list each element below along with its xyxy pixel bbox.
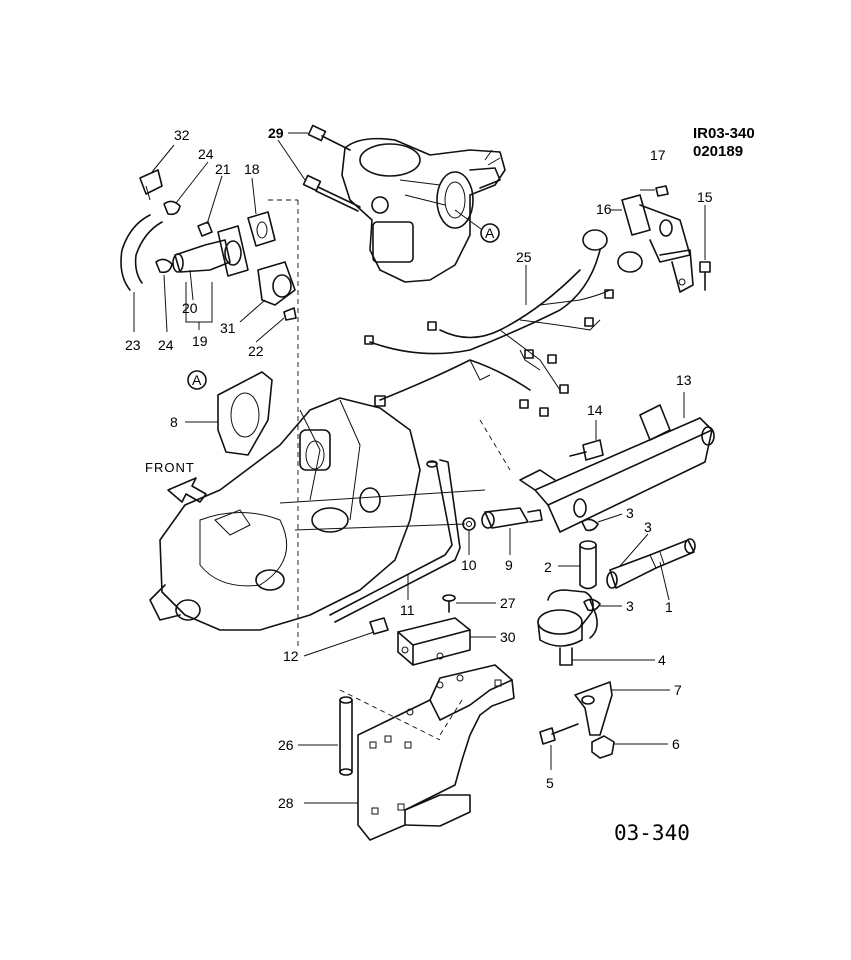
injector-9	[481, 507, 543, 529]
clamp-3-a	[581, 518, 599, 532]
hose-2	[579, 540, 597, 590]
intake-manifold	[149, 397, 421, 631]
front-label: FRONT	[145, 460, 195, 475]
bolt-12	[369, 617, 389, 635]
callout-30: 30	[500, 629, 516, 645]
screw-17	[655, 185, 669, 197]
svg-text:A: A	[192, 372, 202, 388]
callout-6: 6	[672, 736, 680, 752]
figure-number: 03-340	[614, 821, 690, 845]
callout-3: 3	[626, 598, 634, 614]
callout-28: 28	[278, 795, 294, 811]
bracket-plate-28	[357, 664, 515, 841]
callout-15: 15	[697, 189, 713, 205]
diagram-code: IR03-340	[693, 125, 755, 142]
screw-27	[442, 594, 456, 613]
callout-19: 19	[192, 333, 208, 349]
callout-labels: 1 2 3 3 3 4 5 6 7 8 9 10 11 12 13 14 15 …	[125, 125, 713, 811]
callout-4: 4	[658, 652, 666, 668]
nut-6	[591, 735, 615, 759]
callout-12: 12	[283, 648, 299, 664]
callout-14: 14	[587, 402, 603, 418]
throttle-body	[341, 137, 506, 283]
fuel-pipe-11	[329, 459, 461, 623]
bracket-15	[659, 249, 694, 293]
callout-21: 21	[215, 161, 231, 177]
callout-25: 25	[516, 249, 532, 265]
bolt-29-upper	[307, 124, 351, 151]
callout-22: 22	[248, 343, 264, 359]
bolt-29-lower	[302, 174, 361, 212]
pipe-20	[172, 239, 231, 273]
valve-31	[257, 261, 296, 306]
reference-marker-a-lower: A	[187, 370, 207, 390]
callout-7: 7	[674, 682, 682, 698]
callout-9: 9	[505, 557, 513, 573]
bracket-7	[574, 681, 613, 736]
bolt-5	[539, 723, 579, 745]
callout-11: 11	[400, 602, 415, 618]
callout-5: 5	[546, 775, 554, 791]
gasket-18	[247, 211, 276, 247]
callout-18: 18	[244, 161, 260, 177]
clamp-24-upper	[163, 200, 181, 216]
callout-24: 24	[158, 337, 174, 353]
flange-valve	[217, 225, 249, 277]
pressure-regulator-4	[537, 589, 598, 666]
wiring-harness-25	[364, 229, 643, 417]
pipe-26	[339, 696, 353, 776]
callout-8: 8	[170, 414, 178, 430]
bolt-15	[699, 261, 711, 291]
hose-1	[606, 538, 696, 589]
callout-13: 13	[676, 372, 692, 388]
clamp-32	[139, 169, 163, 201]
callout-3: 3	[626, 505, 634, 521]
callout-24: 24	[198, 146, 214, 162]
diagram-date: 020189	[693, 143, 743, 160]
bolt-14	[569, 439, 604, 461]
clamp-3-c	[583, 598, 601, 612]
callout-23: 23	[125, 337, 141, 353]
callout-2: 2	[544, 559, 552, 575]
bolt-21	[197, 221, 213, 237]
callout-1: 1	[665, 599, 673, 615]
callout-32: 32	[174, 127, 190, 143]
callout-10: 10	[461, 557, 477, 573]
clamp-24-lower	[155, 258, 173, 274]
callout-31: 31	[220, 320, 236, 336]
gasket-8	[217, 371, 273, 456]
callout-26: 26	[278, 737, 294, 753]
callout-3: 3	[644, 519, 652, 535]
callout-27: 27	[500, 595, 516, 611]
callout-16: 16	[596, 201, 612, 217]
svg-text:A: A	[485, 225, 495, 241]
fuel-rail-13	[519, 404, 715, 533]
screw-22	[283, 307, 297, 321]
module-30	[397, 617, 471, 666]
callout-29: 29	[268, 125, 284, 141]
callout-17: 17	[650, 147, 666, 163]
front-arrow-icon	[167, 477, 207, 503]
callout-20: 20	[182, 300, 198, 316]
reference-marker-a-upper: A	[480, 223, 500, 243]
hose-23	[120, 214, 163, 291]
